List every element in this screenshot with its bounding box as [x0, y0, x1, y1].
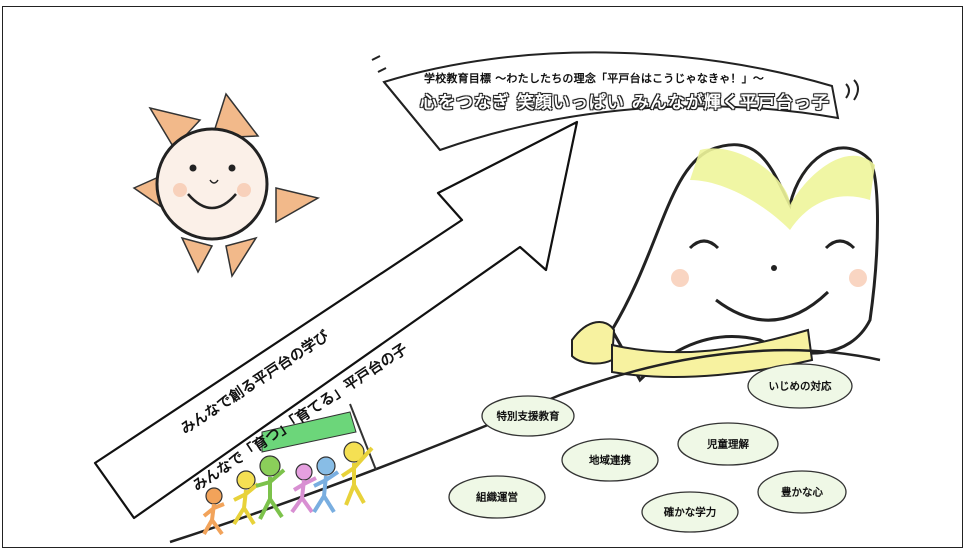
cloud-special-support [481, 395, 575, 437]
cloud-label-bullying: いじめの対応 [768, 380, 832, 393]
cloud-label-heart: 豊かな心 [781, 486, 823, 499]
cloud-label-academics: 確かな学力 [663, 506, 717, 519]
sun-character [132, 92, 321, 278]
cloud-bullying [747, 363, 853, 409]
cloud-academics [641, 491, 739, 533]
clouds-group [448, 363, 853, 533]
big-arrow [93, 120, 579, 520]
cloud-community [561, 438, 659, 482]
cloud-label-organization: 組織運営 [476, 491, 518, 504]
cloud-label-understanding: 児童理解 [707, 438, 749, 451]
outer-frame [2, 6, 963, 548]
hiking-figures [202, 403, 377, 536]
banner-flag [371, 51, 859, 152]
cloud-label-special-support: 特別支援教育 [496, 410, 560, 423]
cloud-understanding [677, 422, 779, 466]
cloud-label-community: 地域連携 [589, 454, 631, 467]
school-motto: 心をつなぎ 笑顔いっぱい みんなが輝く平戸台っ子 [420, 93, 830, 113]
cloud-heart [757, 470, 847, 514]
school-goal-title: 学校教育目標 ～わたしたちの理念「平戸台はこうじゃなきゃ！」～ [424, 72, 765, 85]
cloud-organization [448, 475, 546, 519]
mountain-character [169, 143, 881, 544]
